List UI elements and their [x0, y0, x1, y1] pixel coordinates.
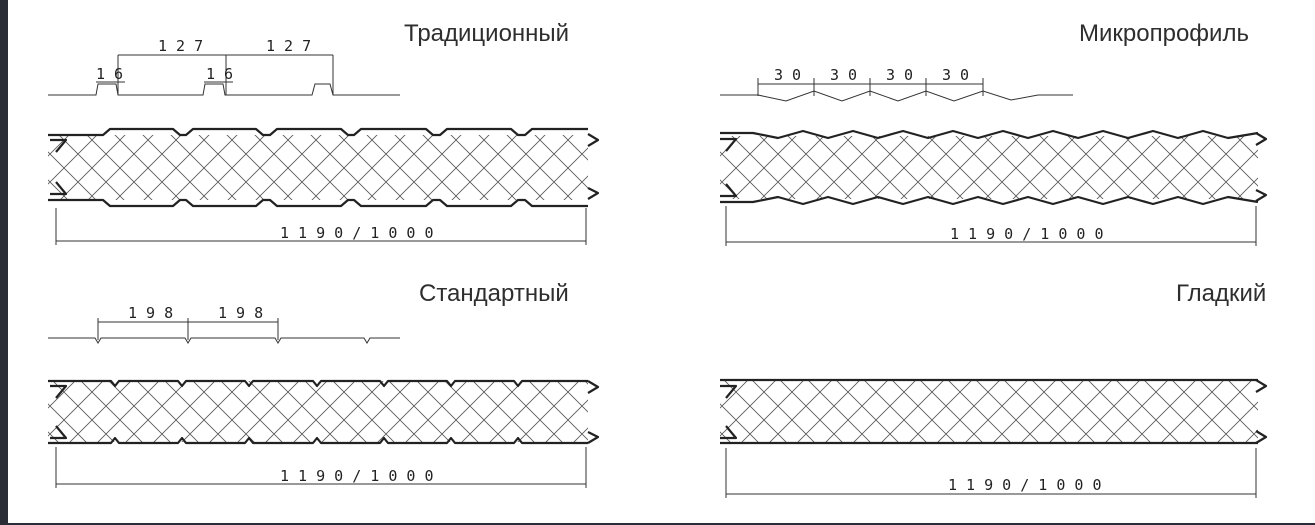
title-smooth: Гладкий: [1176, 280, 1267, 307]
smooth-panel: 1 1 9 0 / 1 0 0 0: [720, 378, 1268, 498]
panel-width-label: 1 1 9 0 / 1 0 0 0: [948, 476, 1102, 494]
traditional-panel: 1 1 9 0 / 1 0 0 0: [48, 127, 600, 245]
dim-label: 1 6: [96, 65, 123, 83]
traditional-lock-right: [587, 133, 600, 200]
microprofile-lock-right: [1255, 132, 1268, 202]
panel-width-label: 1 1 9 0 / 1 0 0 0: [280, 224, 434, 242]
dim-label: 3 0: [774, 66, 801, 84]
traditional-lock-left: [50, 138, 68, 196]
dim-label: 1 9 8: [128, 304, 173, 322]
standard-profile-sketch: 1 9 8 1 9 8: [48, 304, 400, 344]
diagram-frame: Традиционный Микропрофиль Стандартный Гл…: [8, 0, 1315, 523]
title-microprofile: Микропрофиль: [1079, 20, 1249, 47]
title-standard: Стандартный: [419, 280, 569, 307]
traditional-top-skin: [48, 127, 588, 137]
panel-profiles-drawing: 1 2 7 1 2 7 1 6 1 6 1 1 9 0 / 1 0 0 0 3 …: [48, 37, 1268, 498]
panel-width-label: 1 1 9 0 / 1 0 0 0: [280, 467, 434, 485]
standard-panel: 1 1 9 0 / 1 0 0 0: [48, 379, 600, 488]
dim-label: 3 0: [942, 66, 969, 84]
smooth-lock-left: [720, 384, 738, 440]
microprofile-sketch: 3 0 3 0 3 0 3 0: [720, 66, 1073, 102]
microprofile-top-skin: [720, 129, 1259, 140]
traditional-profile-sketch: 1 2 7 1 2 7 1 6 1 6: [48, 37, 400, 96]
dim-label: 3 0: [886, 66, 913, 84]
traditional-bottom-skin: [48, 198, 588, 208]
panel-width-label: 1 1 9 0 / 1 0 0 0: [950, 225, 1104, 243]
standard-profile-line: [48, 337, 400, 344]
traditional-profile-line: [48, 83, 400, 96]
dim-label: 1 9 8: [218, 304, 263, 322]
dim-label: 3 0: [830, 66, 857, 84]
microprofile-lock-left: [720, 137, 738, 198]
smooth-lock-right: [1255, 379, 1268, 444]
dim-label: 1 2 7: [158, 37, 203, 55]
standard-lock-right: [587, 380, 600, 444]
dim-label: 1 6: [206, 65, 233, 83]
standard-top-skin: [48, 379, 588, 388]
microprofile-bottom-skin: [720, 195, 1259, 206]
title-traditional: Традиционный: [404, 20, 570, 47]
microprofile-line: [720, 90, 1073, 102]
dim-label: 1 2 7: [266, 37, 311, 55]
microprofile-panel: 1 1 9 0 / 1 0 0 0: [720, 129, 1268, 246]
standard-bottom-skin: [48, 436, 588, 445]
standard-lock-left: [50, 384, 68, 440]
